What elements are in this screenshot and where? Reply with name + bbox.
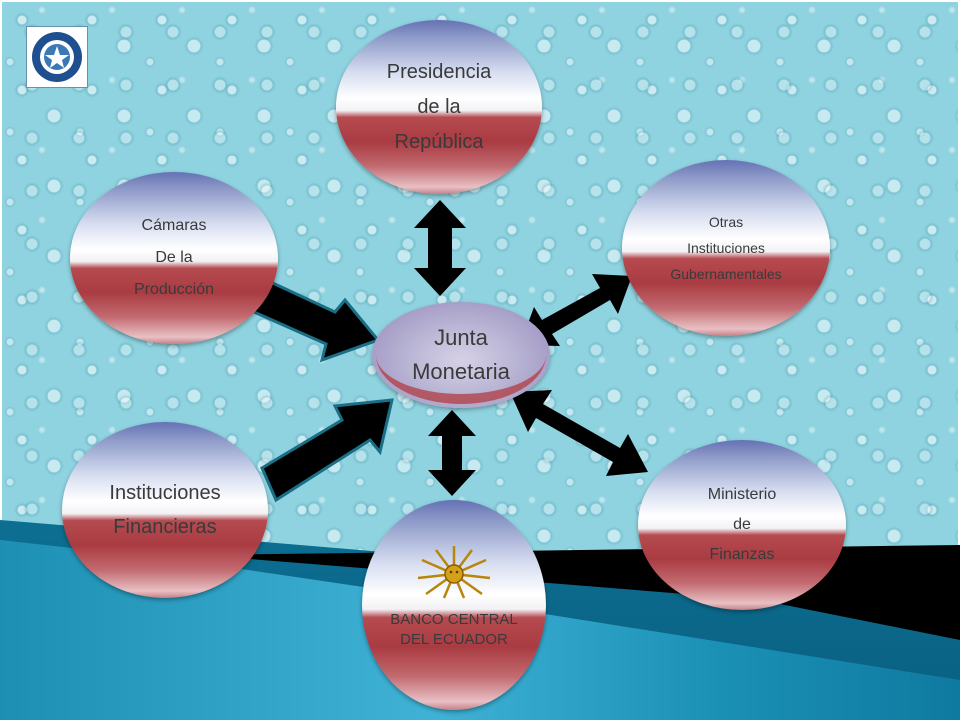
otras-line-3: Gubernamentales [670,266,782,282]
otras-line-2: Instituciones [687,240,765,256]
node-presidencia: Presidencia de la República [336,20,542,194]
banco-line-1: BANCO CENTRAL [390,611,518,628]
ministerio-line-3: Finanzas [709,546,775,563]
espol-logo [26,26,88,88]
arrow-banco-center [428,410,476,496]
presidencia-line-2: de la [417,95,461,118]
ministerio-line-1: Ministerio [707,486,777,503]
node-otras-instituciones: Otras Instituciones Gubernamentales [622,160,830,336]
banco-line-2: DEL ECUADOR [400,631,508,648]
junta-line-2: Monetaria [412,359,510,384]
camaras-line-1: Cámaras [141,217,207,234]
center-ring [376,306,546,404]
camaras-line-3: Producción [133,281,215,298]
camaras-line-2: De la [155,249,193,266]
arrow-presidencia-center [414,200,466,296]
node-instituciones-financieras: Instituciones Financieras [62,422,268,598]
presidencia-line-1: Presidencia [386,60,492,83]
arrow-camaras-to-center [252,275,381,363]
node-banco-central: BANCO CENTRAL DEL ECUADOR [362,500,546,710]
node-camaras: Cámaras De la Producción [70,172,278,344]
junta-line-1: Junta [434,325,488,350]
instituciones-line-1: Instituciones [109,482,221,504]
ministerio-line-2: de [733,516,751,533]
node-ministerio-finanzas: Ministerio de Finanzas [638,440,846,610]
otras-line-1: Otras [708,214,744,230]
espol-seal-icon [32,32,82,82]
sun-emblem-icon [417,546,491,599]
presidencia-line-3: República [394,130,484,153]
arrow-ministerio-center [510,390,648,476]
node-junta-monetaria: Junta Monetaria [372,302,550,408]
instituciones-line-2: Financieras [113,516,217,538]
arrow-otras-center [520,274,632,346]
arrow-instituciones-to-center [260,398,394,503]
